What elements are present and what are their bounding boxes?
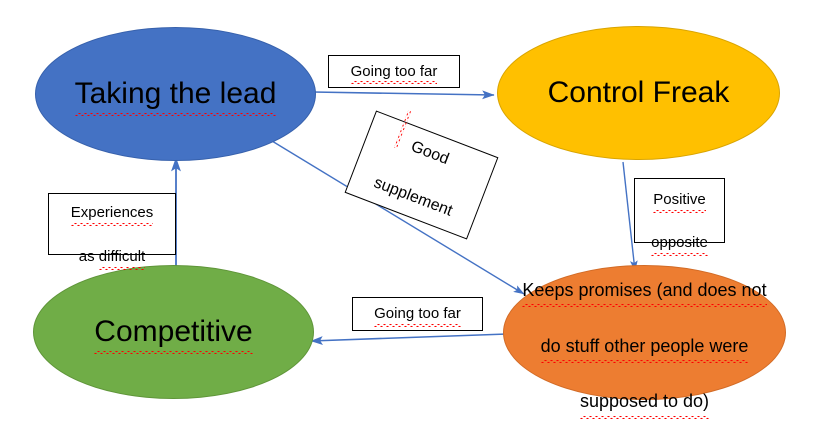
node-keeps-promises-line-1: Keeps promises (and does not <box>522 277 767 308</box>
edge-label-good-supplement[interactable]: Good supplement <box>344 110 499 240</box>
arrow-taking-the-lead-to-control-freak <box>312 90 495 100</box>
edge-label-good-supplement-text: Good supplement <box>362 106 481 244</box>
edge-label-experiences-line-2-word: difficult <box>98 246 146 270</box>
edge-label-positive-opposite-text: Positive opposite <box>651 167 708 256</box>
edge-label-going-too-far-bottom-text: Going too far <box>374 303 461 327</box>
edge-label-experiences-as-difficult[interactable]: Experiences as difficult <box>48 193 176 270</box>
edge-label-experiences-as-difficult-text: Experiences as difficult <box>70 181 153 270</box>
edge-label-positive-opposite[interactable]: Positive opposite <box>634 178 725 256</box>
node-competitive-label: Competitive <box>94 315 254 355</box>
edge-label-going-too-far-top[interactable]: Going too far <box>328 55 460 88</box>
edge-label-going-too-far-bottom[interactable]: Going too far <box>352 297 483 331</box>
arrow-keeps-promises-to-competitive <box>310 333 508 345</box>
node-control-freak[interactable]: Control Freak <box>497 26 780 160</box>
node-keeps-promises[interactable]: Keeps promises (and does not do stuff ot… <box>503 265 786 419</box>
edge-label-experiences-line-1: Experiences <box>70 202 153 226</box>
edge-label-experiences-line-2-prefix: as <box>78 247 99 265</box>
edge-label-good-supplement-line-1: Good <box>408 138 452 169</box>
node-keeps-promises-label: Keeps promises (and does not do stuff ot… <box>510 249 778 419</box>
edge-label-positive-opposite-line-2: opposite <box>651 232 708 256</box>
node-keeps-promises-line-3: supposed to do) <box>579 388 710 419</box>
node-taking-the-lead[interactable]: Taking the lead <box>35 27 316 161</box>
node-control-freak-label: Control Freak <box>547 76 730 110</box>
spellcheck-squiggle-icon <box>394 110 412 149</box>
edge-label-good-supplement-line-2: supplement <box>371 173 455 220</box>
node-competitive[interactable]: Competitive <box>33 265 314 399</box>
node-taking-the-lead-label: Taking the lead <box>74 77 277 117</box>
edge-label-going-too-far-top-text: Going too far <box>350 61 437 85</box>
edge-label-positive-opposite-line-1: Positive <box>653 189 706 213</box>
node-keeps-promises-line-2: do stuff other people were <box>540 333 748 363</box>
